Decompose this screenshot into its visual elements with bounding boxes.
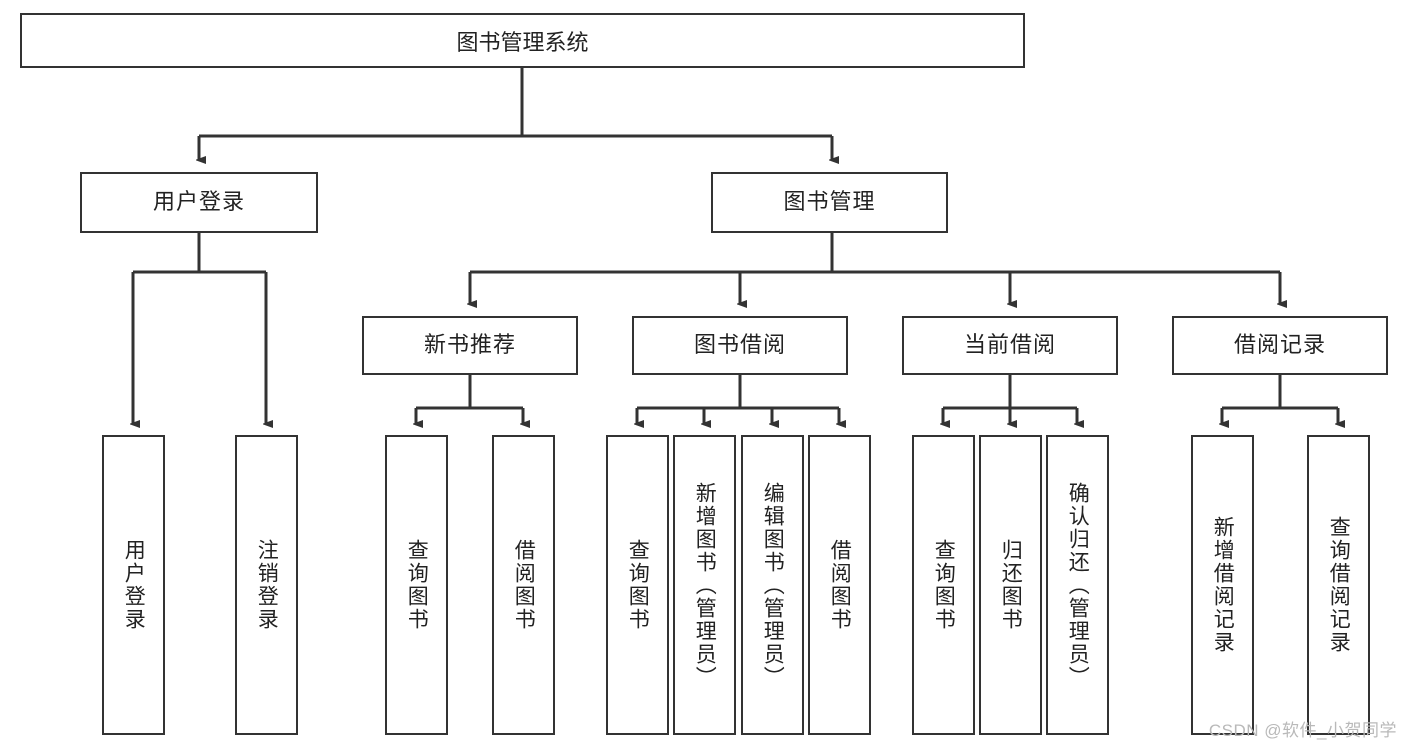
- node-leaf-query-book-3[interactable]: 查询图书: [912, 435, 975, 735]
- node-leaf-logout[interactable]: 注销登录: [235, 435, 298, 735]
- node-leaf-add-book-label: 新增图书（管理员）: [693, 481, 717, 689]
- node-leaf-borrow-book-1-label: 借阅图书: [512, 539, 536, 631]
- node-current-borrow[interactable]: 当前借阅: [902, 316, 1118, 375]
- node-borrow-record[interactable]: 借阅记录: [1172, 316, 1388, 375]
- node-leaf-query-book-3-label: 查询图书: [932, 539, 956, 631]
- node-leaf-query-book-2-label: 查询图书: [626, 539, 650, 631]
- node-leaf-edit-book-label: 编辑图书（管理员）: [761, 481, 785, 689]
- node-leaf-logout-label: 注销登录: [255, 539, 279, 631]
- node-leaf-confirm-return-label: 确认归还（管理员）: [1066, 481, 1090, 689]
- node-book-manage-label: 图书管理: [783, 189, 876, 215]
- node-root[interactable]: 图书管理系统: [20, 13, 1025, 68]
- node-leaf-confirm-return[interactable]: 确认归还（管理员）: [1046, 435, 1109, 735]
- node-leaf-query-book-2[interactable]: 查询图书: [606, 435, 669, 735]
- node-current-borrow-label: 当前借阅: [963, 332, 1056, 358]
- node-new-book-rec-label: 新书推荐: [423, 332, 516, 358]
- node-leaf-query-record-label: 查询借阅记录: [1327, 516, 1351, 654]
- node-leaf-borrow-book-2-label: 借阅图书: [828, 539, 852, 631]
- node-book-manage[interactable]: 图书管理: [711, 172, 948, 233]
- node-leaf-user-login[interactable]: 用户登录: [102, 435, 165, 735]
- node-leaf-query-book-1[interactable]: 查询图书: [385, 435, 448, 735]
- node-user-login-label: 用户登录: [152, 189, 245, 215]
- node-leaf-add-book[interactable]: 新增图书（管理员）: [673, 435, 736, 735]
- node-leaf-query-record[interactable]: 查询借阅记录: [1307, 435, 1370, 735]
- node-leaf-add-record-label: 新增借阅记录: [1211, 516, 1235, 654]
- node-leaf-edit-book[interactable]: 编辑图书（管理员）: [741, 435, 804, 735]
- node-borrow-record-label: 借阅记录: [1233, 332, 1326, 358]
- watermark-text: CSDN @软件_小贺同学: [1208, 721, 1397, 740]
- node-leaf-borrow-book-2[interactable]: 借阅图书: [808, 435, 871, 735]
- node-book-borrow[interactable]: 图书借阅: [632, 316, 848, 375]
- node-leaf-borrow-book-1[interactable]: 借阅图书: [492, 435, 555, 735]
- node-leaf-query-book-1-label: 查询图书: [405, 539, 429, 631]
- node-leaf-add-record[interactable]: 新增借阅记录: [1191, 435, 1254, 735]
- node-leaf-user-login-label: 用户登录: [122, 539, 146, 631]
- node-user-login[interactable]: 用户登录: [80, 172, 318, 233]
- node-new-book-rec[interactable]: 新书推荐: [362, 316, 578, 375]
- node-leaf-return-book-label: 归还图书: [999, 539, 1023, 631]
- node-root-label: 图书管理系统: [456, 29, 589, 55]
- node-leaf-return-book[interactable]: 归还图书: [979, 435, 1042, 735]
- node-book-borrow-label: 图书借阅: [693, 332, 786, 358]
